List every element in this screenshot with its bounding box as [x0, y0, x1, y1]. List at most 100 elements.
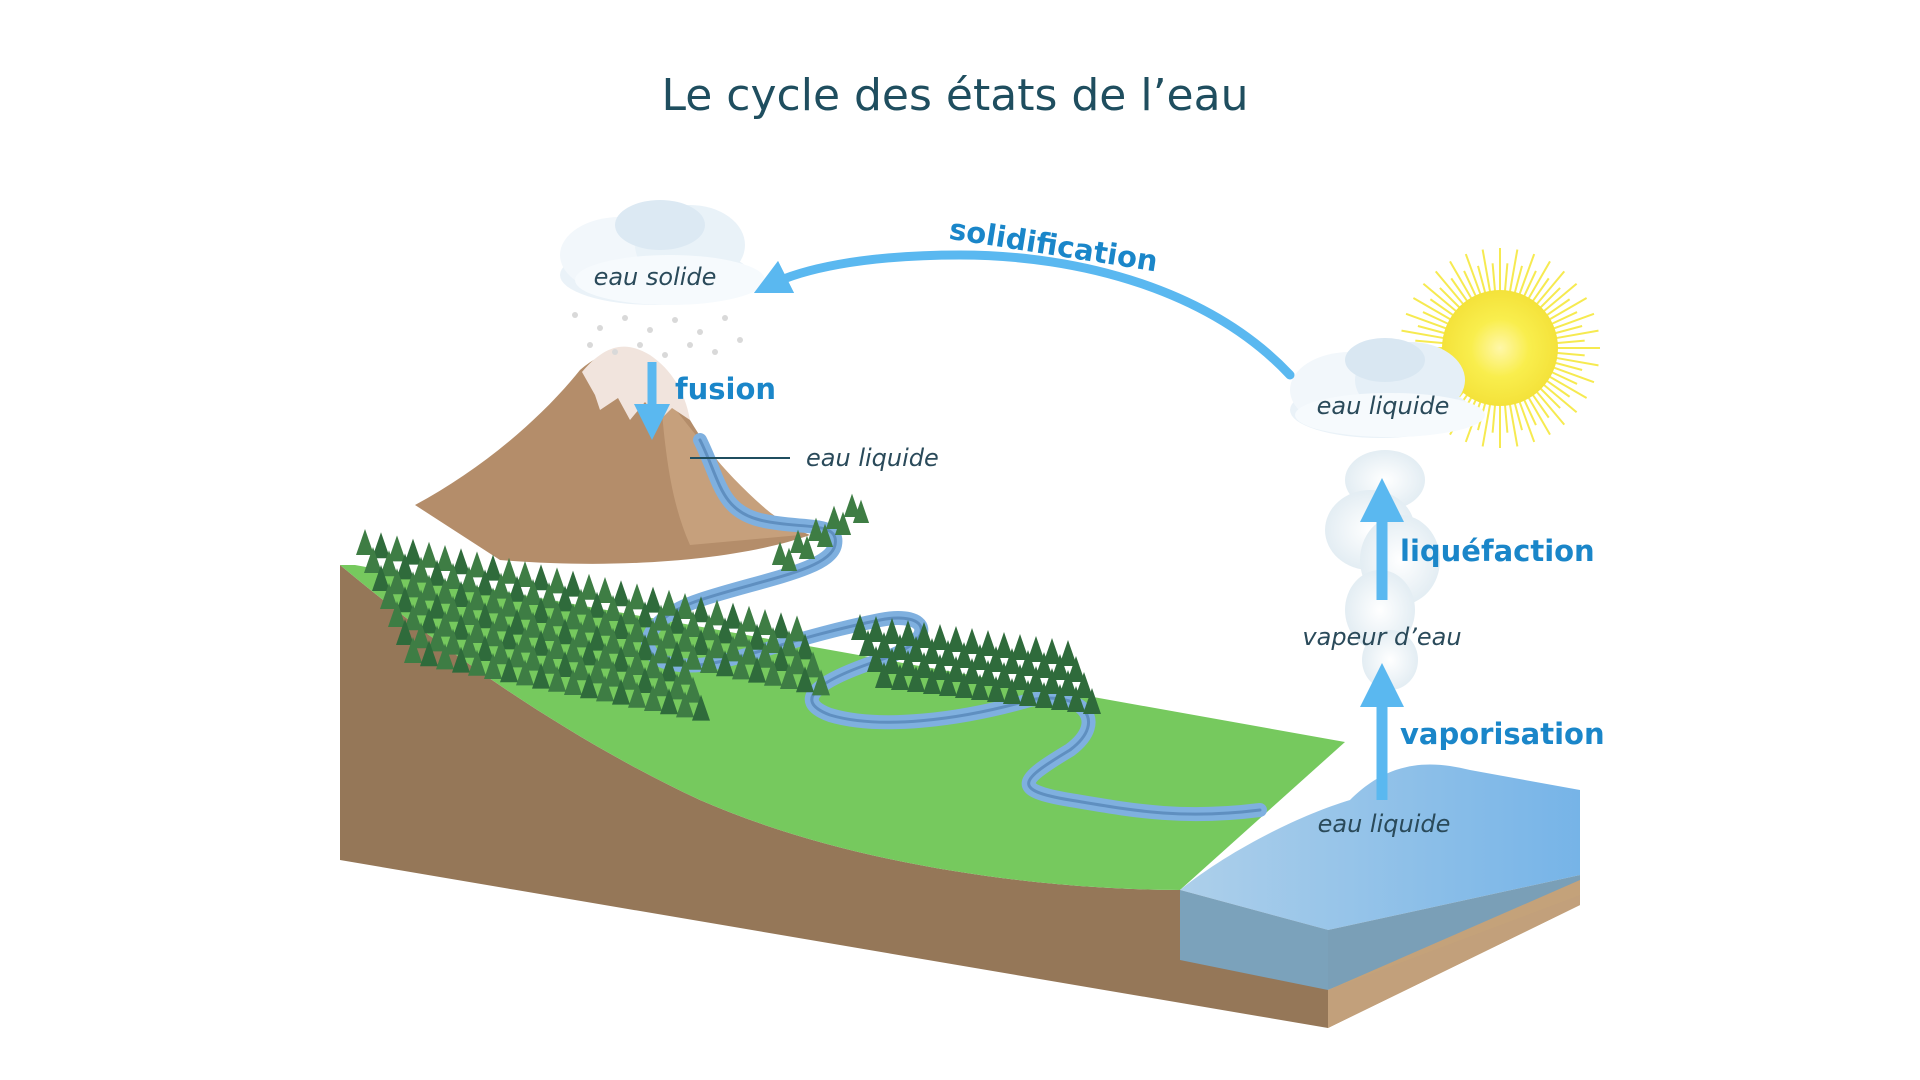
- tree-icon: [412, 556, 430, 583]
- tree-icon: [572, 654, 590, 681]
- tree-icon: [907, 636, 925, 662]
- tree-icon: [612, 580, 630, 607]
- sun-ray: [1544, 298, 1571, 318]
- tree-icon: [636, 601, 654, 628]
- tree-icon: [476, 569, 494, 596]
- tree-icon: [1035, 652, 1053, 678]
- tree-icon: [995, 632, 1013, 658]
- tree-icon: [548, 600, 566, 627]
- tree-icon: [955, 642, 973, 668]
- tree-icon: [580, 573, 598, 600]
- sun-ray: [1522, 270, 1537, 299]
- tree-icon: [764, 627, 782, 653]
- tree-icon: [620, 598, 638, 625]
- tree-icon: [1003, 648, 1021, 674]
- tree-icon: [396, 586, 414, 613]
- tree-icon: [468, 551, 486, 578]
- tree-icon: [883, 618, 901, 644]
- tree-icon: [524, 644, 542, 671]
- tree-icon: [404, 571, 422, 598]
- front-sand-strip: [1328, 895, 1580, 1028]
- tree-icon: [700, 614, 718, 641]
- sun-ray: [1534, 270, 1566, 307]
- sun-ray: [1530, 277, 1550, 304]
- tree-icon: [676, 593, 694, 619]
- snowflake-icon: [722, 315, 728, 321]
- tree-icon: [636, 667, 654, 693]
- tree-icon: [468, 649, 486, 676]
- tree-icon: [644, 586, 662, 613]
- tree-icon: [580, 672, 598, 699]
- tree-icon: [628, 583, 646, 610]
- tree-icon: [676, 625, 694, 652]
- sun-ray: [1547, 374, 1588, 399]
- tree-icon: [428, 559, 446, 586]
- sun-ray: [1463, 270, 1478, 299]
- cloud-liquid-label: eau liquide: [1317, 392, 1450, 420]
- tree-icon: [604, 627, 622, 654]
- tree-icon: [484, 620, 502, 647]
- tree-icon: [644, 652, 662, 679]
- tree-icon: [724, 602, 742, 629]
- sea-surface: [1180, 764, 1580, 930]
- tree-icon: [891, 664, 909, 690]
- tree-icon: [859, 630, 877, 656]
- tree-icon: [532, 662, 550, 689]
- cloud-solid-label: eau solide: [594, 263, 717, 291]
- tree-icon: [460, 599, 478, 625]
- tree-icon: [772, 645, 790, 671]
- tree-icon: [668, 607, 686, 634]
- tree-icon: [1051, 654, 1069, 680]
- tree-icon: [556, 618, 574, 645]
- tree-icon: [891, 634, 909, 660]
- sun-ray: [1401, 329, 1447, 340]
- tree-icon: [771, 541, 789, 565]
- tree-icon: [588, 657, 606, 684]
- snowflake-icon: [637, 342, 643, 348]
- tree-icon: [556, 651, 574, 677]
- sun-ray: [1538, 287, 1561, 310]
- sun-ray: [1491, 402, 1497, 433]
- tree-icon: [548, 567, 566, 594]
- tree-icon: [604, 660, 622, 687]
- tree-icon: [644, 685, 662, 711]
- tree-icon: [875, 632, 893, 658]
- tree-icon: [500, 557, 518, 584]
- tree-icon: [444, 595, 462, 622]
- sun-ray: [1422, 311, 1451, 326]
- sun-ray: [1526, 260, 1551, 301]
- tree-icon: [604, 595, 622, 621]
- tree-icon: [987, 646, 1005, 672]
- tree-icon: [947, 626, 965, 652]
- tree-icon: [867, 616, 885, 642]
- sea-front-face: [1180, 890, 1328, 990]
- sun-ray: [1544, 378, 1571, 398]
- tree-icon: [596, 642, 614, 669]
- tree-icon: [915, 622, 933, 648]
- tree-icon: [516, 659, 534, 686]
- vapor-label: vapeur d’eau: [1302, 623, 1461, 651]
- tree-icon: [388, 535, 406, 562]
- sun-ray: [1464, 253, 1483, 297]
- tree-icon: [644, 619, 662, 646]
- tree-icon: [907, 666, 925, 692]
- cloud-right: [1290, 338, 1485, 438]
- tree-icon: [412, 589, 430, 616]
- tree-icon: [628, 616, 646, 643]
- tree-icon: [532, 597, 550, 623]
- tree-icon: [816, 523, 834, 547]
- tree-icon: [804, 651, 822, 678]
- tree-icon: [404, 538, 422, 565]
- tree-icon: [428, 592, 446, 619]
- tree-icon: [516, 561, 534, 587]
- tree-icon: [660, 688, 678, 715]
- sun-ray: [1541, 382, 1578, 414]
- sun-ray: [1553, 329, 1599, 340]
- tree-icon: [748, 656, 766, 683]
- tree-icon: [452, 613, 470, 640]
- sun-ray: [1538, 386, 1561, 409]
- tree-icon: [516, 593, 534, 620]
- tree-icon: [564, 669, 582, 695]
- tree-icon: [484, 653, 502, 679]
